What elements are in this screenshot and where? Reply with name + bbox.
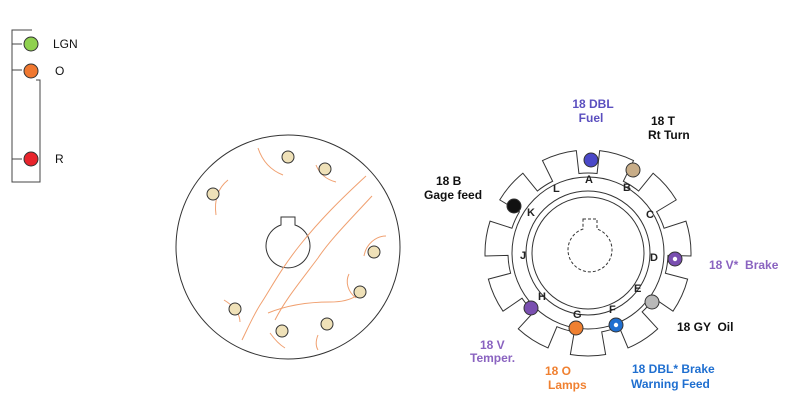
connector-key-outline xyxy=(567,218,613,273)
legend-swatch-r xyxy=(23,151,39,167)
label-d: 18 V* Brake xyxy=(709,258,779,272)
legend-swatch-lgn xyxy=(23,36,39,52)
label-g-function: Lamps xyxy=(548,378,587,392)
legend-label-lgn: LGN xyxy=(53,37,78,51)
legend-label-r: R xyxy=(55,152,64,166)
legend-swatch-o xyxy=(23,63,39,79)
board-terminal xyxy=(318,162,332,176)
terminal-b-rt-turn xyxy=(625,162,641,178)
circuit-board xyxy=(175,134,401,360)
board-terminal xyxy=(367,245,381,259)
label-e: 18 GY Oil xyxy=(677,320,733,334)
legend-label-o: O xyxy=(55,64,64,78)
label-h-function: Temper. xyxy=(470,351,515,365)
pin-letter-g: G xyxy=(573,309,582,321)
pin-letter-b: B xyxy=(623,182,631,194)
terminal-h-temper xyxy=(523,300,539,316)
pin-letter-f: F xyxy=(609,304,616,316)
label-b-function: Rt Turn xyxy=(648,128,690,142)
pin-letter-d: D xyxy=(650,252,658,264)
connector-hub-ring xyxy=(525,190,651,316)
connector-inner-ring xyxy=(511,176,665,330)
board-terminal xyxy=(281,150,295,164)
board-terminal xyxy=(353,285,367,299)
label-h-code: 18 V xyxy=(480,338,505,352)
pin-letter-l: L xyxy=(553,183,560,195)
pin-letters: A B C D E F G H J K L xyxy=(520,174,658,321)
label-a-code: 18 DBL xyxy=(572,97,613,111)
pin-letter-h: H xyxy=(538,291,546,303)
pin-letter-j: J xyxy=(520,250,526,262)
wire-labels: 18 DBL Fuel 18 T Rt Turn 18 V* Brake 18 … xyxy=(424,97,779,392)
pin-letter-e: E xyxy=(634,283,641,295)
label-g-code: 18 O xyxy=(545,364,571,378)
connector-hub xyxy=(531,196,645,310)
terminal-k-gage-feed xyxy=(506,198,522,214)
connector: A B C D E F G H J K L xyxy=(484,150,692,357)
label-a-function: Fuel xyxy=(579,111,604,125)
pin-letter-k: K xyxy=(527,207,535,219)
color-legend: LGN O R xyxy=(11,29,78,183)
label-f-code: 18 DBL* Brake xyxy=(632,362,715,376)
label-b-code: 18 T xyxy=(651,114,676,128)
label-k-code: 18 B xyxy=(436,174,462,188)
board-terminal xyxy=(206,187,220,201)
board-terminals xyxy=(206,150,381,338)
pin-letter-a: A xyxy=(585,174,593,186)
terminal-g-lamps xyxy=(568,320,584,336)
wire-terminals xyxy=(506,152,683,336)
label-f-function: Warning Feed xyxy=(631,377,710,391)
terminal-a-fuel xyxy=(583,152,599,168)
terminal-e-oil xyxy=(644,294,660,310)
label-k-function: Gage feed xyxy=(424,188,482,202)
board-terminal xyxy=(228,302,242,316)
board-terminal xyxy=(320,317,334,331)
pin-letter-c: C xyxy=(646,209,654,221)
board-terminal xyxy=(275,324,289,338)
